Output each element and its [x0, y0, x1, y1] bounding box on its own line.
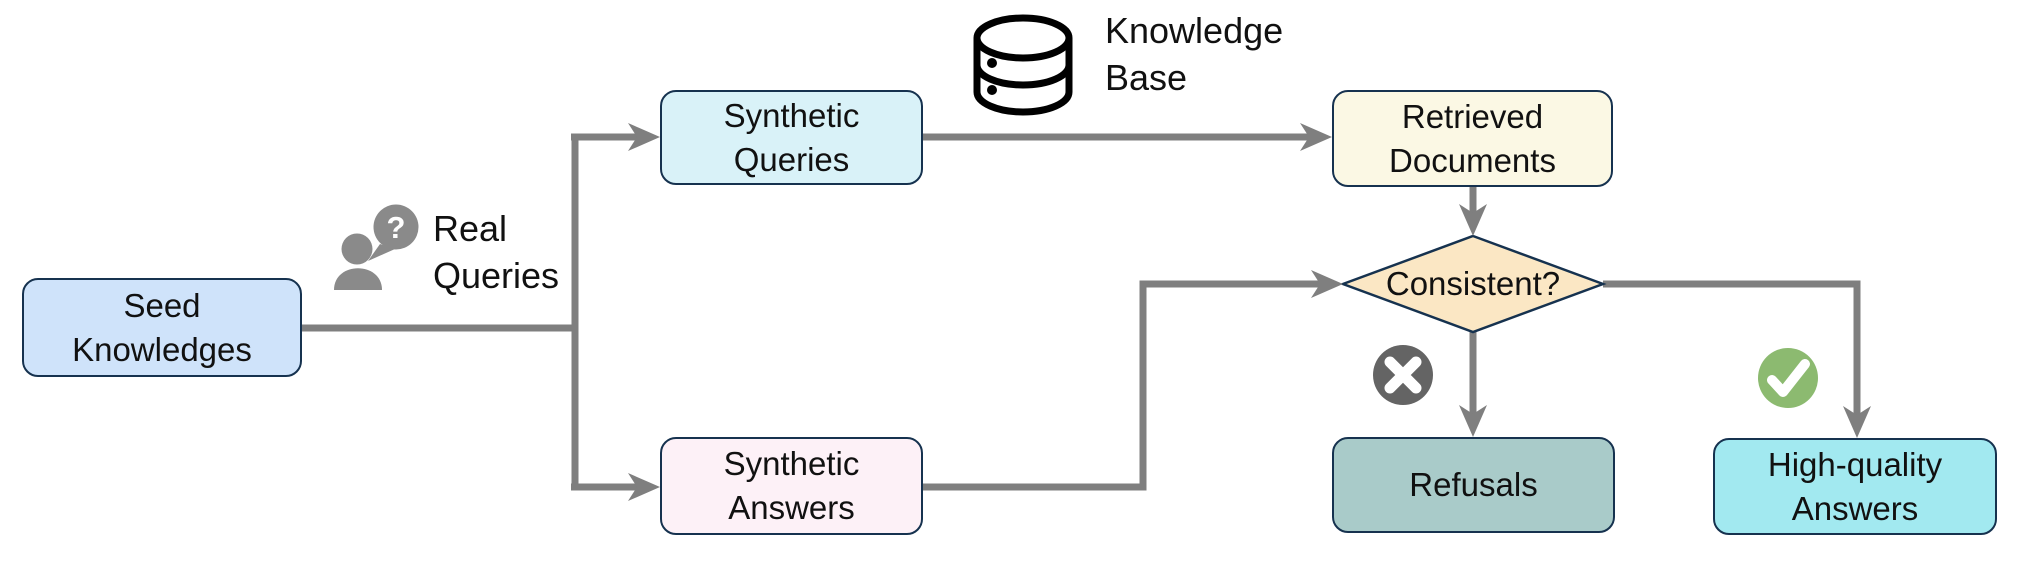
arrowhead-to-highquality: [1843, 406, 1871, 438]
database-dot-upper: [987, 58, 997, 68]
check-icon: [1758, 348, 1818, 408]
database-dot-lower: [987, 85, 997, 95]
edge-answers-to-consistent: [923, 280, 1323, 491]
node-seed-knowledges: Seed Knowledges: [22, 278, 302, 377]
consistent-diamond-shape: [1339, 234, 1607, 334]
edge-seed-to-branch: [302, 137, 579, 487]
person-question-icon: ?: [334, 204, 419, 290]
connector-lines: [302, 133, 1861, 491]
node-refusals: Refusals: [1332, 437, 1615, 533]
database-icon: [970, 14, 1076, 116]
node-retrieved-documents: Retrieved Documents: [1332, 90, 1613, 187]
cross-icon: [1373, 345, 1433, 405]
node-synthetic-answers: Synthetic Answers: [660, 437, 923, 535]
edge-consistent-to-highquality: [1603, 280, 1861, 418]
arrowhead-to-retrieved: [1300, 123, 1332, 151]
consistent-diamond-label: Consistent?: [1385, 265, 1561, 302]
arrowheads: [628, 123, 1871, 501]
arrowhead-to-synthetic-answers: [628, 473, 660, 501]
question-bubble: [373, 204, 419, 250]
arrowhead-to-synthetic-queries: [628, 123, 660, 151]
node-synthetic-queries: Synthetic Queries: [660, 90, 923, 185]
knowledge-base-label: Knowledge Base: [1105, 10, 1284, 98]
arrowhead-to-refusals: [1459, 405, 1487, 437]
arrowhead-to-consistent-top: [1459, 204, 1487, 236]
person-head: [341, 233, 373, 265]
question-bubble-tail: [368, 244, 395, 261]
arrowhead-to-consistent-left: [1311, 270, 1343, 298]
node-high-quality-answers: High-quality Answers: [1713, 438, 1997, 535]
real-queries-label: Real Queries: [433, 208, 560, 296]
question-mark-glyph: ?: [387, 210, 406, 245]
person-body: [334, 268, 382, 290]
